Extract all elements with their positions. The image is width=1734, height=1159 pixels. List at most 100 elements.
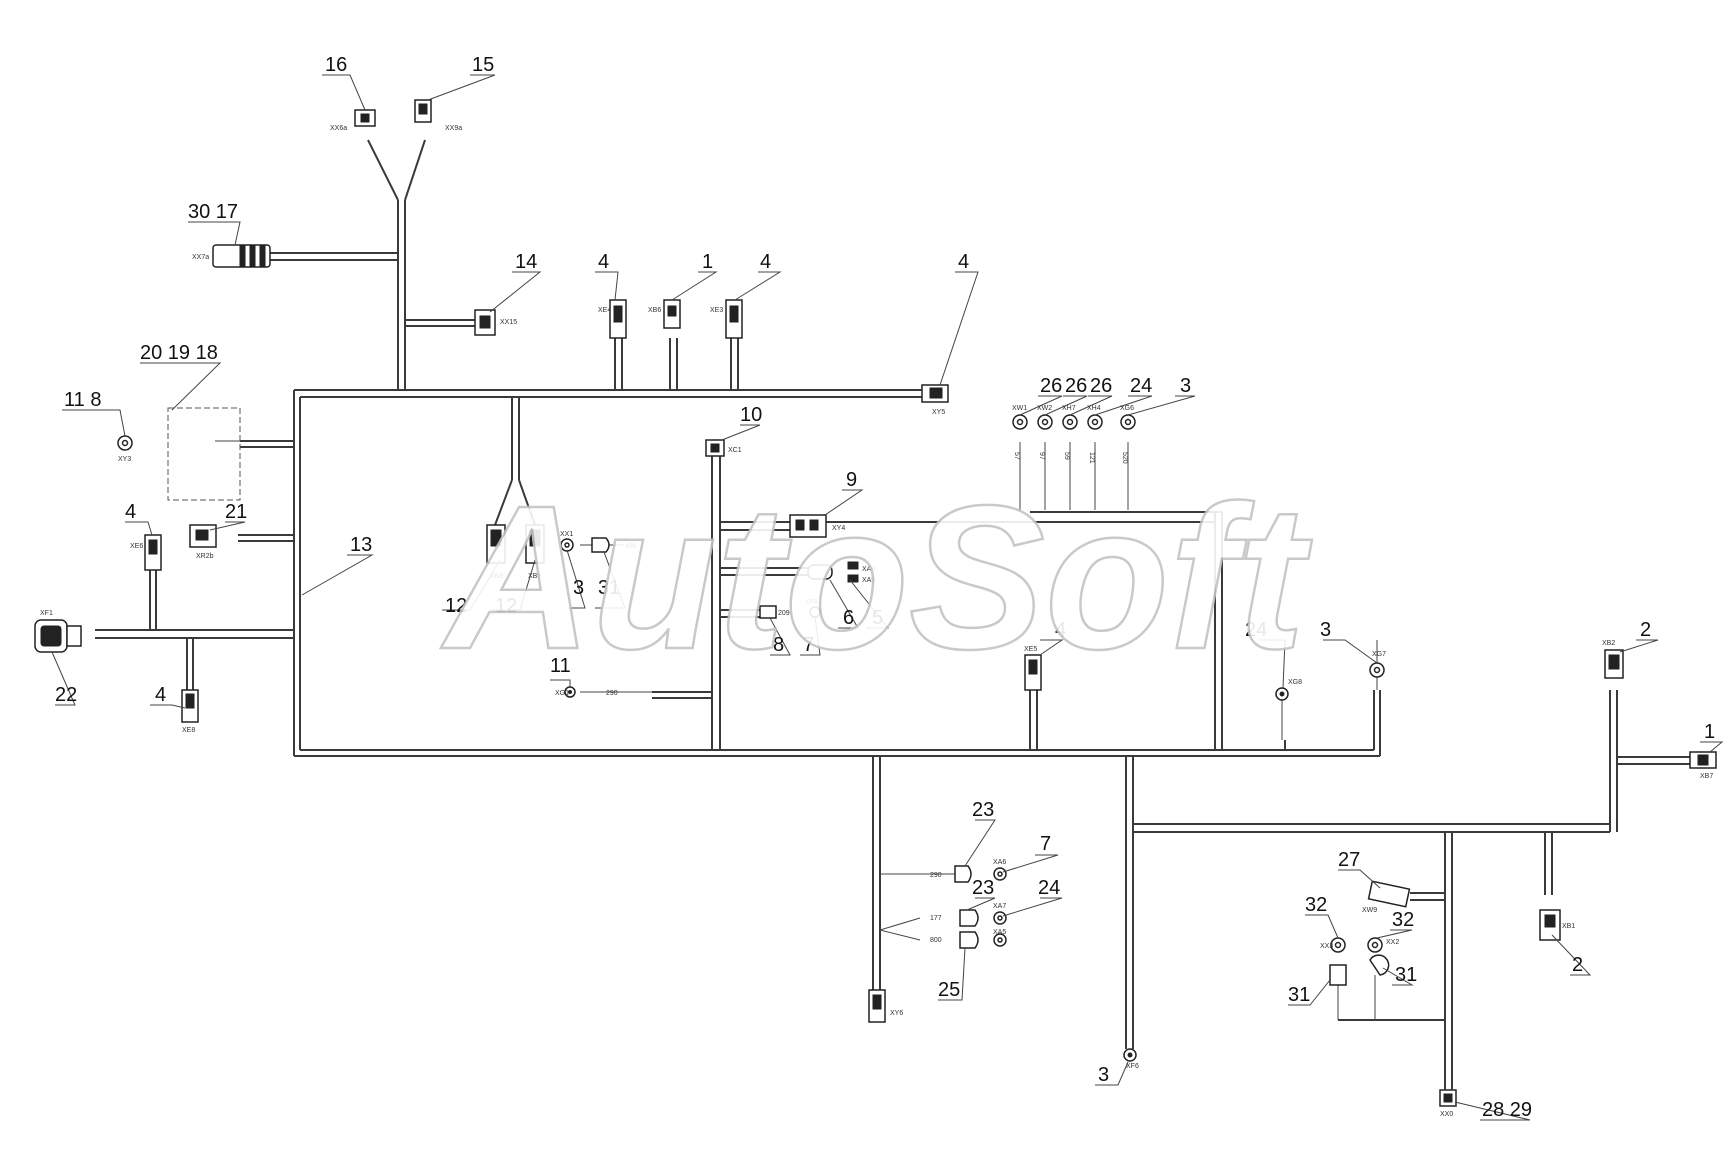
tag-xy5: XY5 xyxy=(932,409,945,416)
callout-9: 9 xyxy=(846,469,857,491)
tag-xb7: XB7 xyxy=(1700,773,1713,780)
tag-xf8: XF8 xyxy=(805,599,818,606)
tag-xg6: XG6 xyxy=(1120,405,1134,412)
callout-3b: 3 xyxy=(573,577,584,599)
callout-24b: 24 xyxy=(1245,619,1267,641)
tag-xg7: XG7 xyxy=(1372,651,1386,658)
connectors xyxy=(34,99,1717,1107)
callout-3d: 3 xyxy=(1098,1064,1109,1086)
wire-mark: 488 xyxy=(625,543,637,550)
tag-xa6: XA6 xyxy=(993,859,1006,866)
tag-xe3: XE3 xyxy=(710,307,723,314)
tag-xf1: XF1 xyxy=(40,610,53,617)
callout-21: 21 xyxy=(225,501,247,523)
connector-tags: XX6a XX9a XX7a XX15 XE4 XB6 XE3 XY5 XY3 … xyxy=(40,125,1713,1118)
wire-mark: 97 xyxy=(1038,452,1045,460)
callout-12a: 12 xyxy=(445,595,467,617)
tag-xx3: XX3 xyxy=(1320,943,1333,950)
callout-6: 6 xyxy=(843,607,854,629)
callout-4d: 4 xyxy=(125,501,136,523)
callout-3c: 3 xyxy=(1320,619,1331,641)
wire-mark: 177 xyxy=(930,915,942,922)
tag-xw1: XW1 xyxy=(1012,405,1027,412)
callout-26c: 26 xyxy=(1090,375,1112,397)
tag-xx2: XX2 xyxy=(1386,939,1399,946)
tag-xa5: XA5 xyxy=(993,929,1006,936)
callout-22: 22 xyxy=(55,684,77,706)
tag-xg8: XG8 xyxy=(1288,679,1302,686)
callout-1a: 1 xyxy=(702,251,713,273)
tag-xx6a: XX6a xyxy=(330,125,347,132)
callout-26b: 26 xyxy=(1065,375,1087,397)
wire-mark: 209 xyxy=(778,610,790,617)
callout-numbers: 16 15 30 17 14 4 1 4 4 20 19 18 11 8 26 … xyxy=(55,54,1715,1121)
callout-32a: 32 xyxy=(1305,894,1327,916)
callout-4e: 4 xyxy=(155,684,166,706)
callout-25: 25 xyxy=(938,979,960,1001)
callout-11: 11 xyxy=(550,655,571,677)
tag-xf6: XF6 xyxy=(1126,1063,1139,1070)
wire-mark: 59 xyxy=(1063,452,1070,460)
callout-1b: 1 xyxy=(1704,721,1715,743)
tag-xw2: XW2 xyxy=(1037,405,1052,412)
callout-13: 13 xyxy=(350,534,372,556)
watermark-text: AutoSoft xyxy=(440,463,1313,692)
callout-4b: 4 xyxy=(760,251,771,273)
tag-xx1: XX1 xyxy=(560,531,573,538)
callout-24c: 24 xyxy=(1038,877,1060,899)
tag-xx9a: XX9a xyxy=(445,125,462,132)
callout-7b: 7 xyxy=(1040,833,1051,855)
wire-mark: 800 xyxy=(930,937,942,944)
wire-mark: 520 xyxy=(1121,452,1128,464)
callout-26a: 26 xyxy=(1040,375,1062,397)
callout-15: 15 xyxy=(472,54,494,76)
tag-xx0: XX0 xyxy=(1440,1111,1453,1118)
leader-lines xyxy=(51,74,1724,1121)
tag-xw9: XW9 xyxy=(1362,907,1377,914)
callout-31b: 31 xyxy=(1288,984,1310,1006)
tag-xe6: XE6 xyxy=(130,543,143,550)
callout-24a: 24 xyxy=(1130,375,1152,397)
tag-xg1: XG1 xyxy=(555,690,569,697)
wire-mark: 57 xyxy=(1013,452,1020,460)
callout-31c: 31 xyxy=(1395,964,1417,986)
harness-trunk xyxy=(95,139,1690,1030)
tag-xy6: XY6 xyxy=(890,1010,903,1017)
callout-4c: 4 xyxy=(958,251,969,273)
callout-16: 16 xyxy=(325,54,347,76)
callout-31a: 31 xyxy=(598,577,620,599)
callout-27: 27 xyxy=(1338,849,1360,871)
callout-20-19-18: 20 19 18 xyxy=(140,342,218,364)
tag-xb6: XB6 xyxy=(648,307,661,314)
tag-xy3: XY3 xyxy=(118,456,131,463)
callout-2b: 2 xyxy=(1572,954,1583,976)
tag-xb9: XB9 xyxy=(528,573,541,580)
tag-xb8: XB8 xyxy=(490,573,503,580)
callout-32b: 32 xyxy=(1392,909,1414,931)
callout-3a: 3 xyxy=(1180,375,1191,397)
callout-2a: 2 xyxy=(1640,619,1651,641)
tag-xb2: XB2 xyxy=(1602,640,1615,647)
tag-xa7: XA7 xyxy=(993,903,1006,910)
wire-marks: 290 177 800 290 488 209 57 97 59 121 520 xyxy=(606,452,1128,944)
callout-4f: 4 xyxy=(1055,619,1066,641)
tag-xe5: XE5 xyxy=(1024,646,1037,653)
callout-7a: 7 xyxy=(803,634,814,656)
tag-xa8: XA8 xyxy=(862,566,875,573)
tag-xe8: XE8 xyxy=(182,727,195,734)
thin-leads xyxy=(215,440,1378,1020)
tag-xh7: XH7 xyxy=(1062,405,1076,412)
tag-xe4: XE4 xyxy=(598,307,611,314)
tag-xy4: XY4 xyxy=(832,525,845,532)
tag-xc1: XC1 xyxy=(728,447,742,454)
tag-xr2b: XR2b xyxy=(196,553,214,560)
callout-4a: 4 xyxy=(598,251,609,273)
callout-30-17: 30 17 xyxy=(188,201,238,223)
callout-14: 14 xyxy=(515,251,537,273)
callout-28-29: 28 29 xyxy=(1482,1099,1532,1121)
callout-10: 10 xyxy=(740,404,762,426)
callout-23b: 23 xyxy=(972,877,994,899)
callout-5: 5 xyxy=(872,607,883,629)
tag-xx7a: XX7a xyxy=(192,254,209,261)
